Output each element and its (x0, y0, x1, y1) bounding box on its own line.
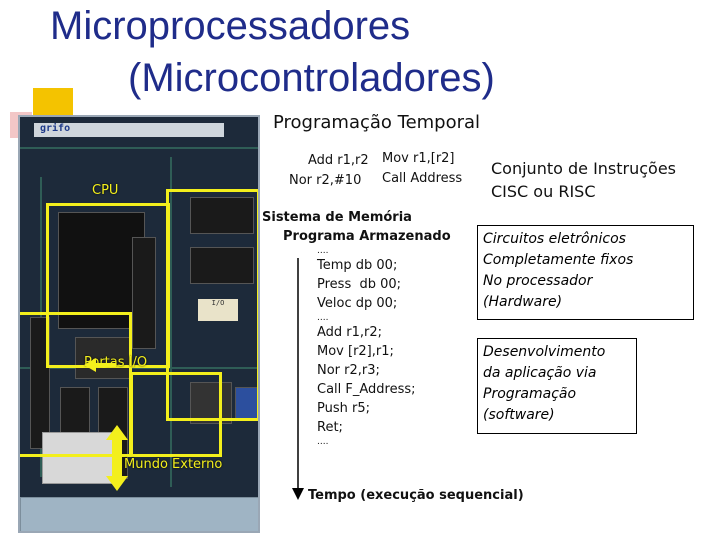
time-axis-arrow (292, 258, 304, 500)
software-description-box: Desenvolvimento da aplicação via Program… (477, 338, 637, 434)
section-title: Programação Temporal (273, 112, 481, 133)
instruction-example-3: Nor r2,#10 (289, 173, 362, 188)
listing-line: Push r5; (317, 401, 370, 416)
instruction-example-1: Add r1,r2 (308, 153, 369, 168)
listing-line: Press db 00; (317, 277, 402, 292)
listing-line: Temp db 00; (317, 258, 398, 273)
memory-heading-line-1: Sistema de Memória (262, 210, 412, 225)
listing-line: .... (317, 246, 329, 256)
listing-line: Ret; (317, 420, 343, 435)
software-line: da aplicação via (483, 365, 597, 381)
hardware-description-box: Circuitos eletrônicos Completamente fixo… (477, 225, 694, 320)
listing-line: Mov [r2],r1; (317, 344, 394, 359)
instruction-set-line-1: Conjunto de Instruções (491, 159, 677, 178)
listing-line: Nor r2,r3; (317, 363, 380, 378)
hardware-line: Completamente fixos (483, 252, 634, 268)
memory-heading-line-2: Programa Armazenado (283, 229, 451, 244)
listing-line: .... (317, 313, 329, 323)
hardware-line: (Hardware) (483, 294, 563, 310)
external-world-label: Mundo Externo (124, 457, 223, 472)
time-axis-label: Tempo (execução sequencial) (308, 488, 524, 503)
circuit-board-image: grifo EPROM RAM I/O (18, 115, 260, 533)
program-listing: .... Temp db 00; Press db 00; Veloc dp 0… (317, 246, 416, 447)
title-line-2: (Microcontroladores) (128, 56, 495, 100)
listing-line: .... (317, 437, 329, 447)
listing-line: Call F_Address; (317, 382, 416, 397)
ports-connector-arrow (84, 358, 116, 372)
title-line-1: Microprocessadores (50, 4, 411, 48)
software-line: Desenvolvimento (483, 344, 606, 360)
memory-highlight-box (166, 189, 258, 421)
hardware-line: Circuitos eletrônicos (483, 231, 626, 247)
software-line: Programação (483, 386, 577, 402)
instruction-example-4: Call Address (382, 171, 463, 186)
listing-line: Add r1,r2; (317, 325, 383, 340)
instruction-example-2: Mov r1,[r2] (382, 151, 455, 166)
software-line: (software) (483, 407, 555, 423)
hardware-line: No processador (483, 273, 593, 289)
cpu-label: CPU (92, 183, 119, 198)
ports-right-highlight-box (130, 372, 222, 457)
listing-line: Veloc dp 00; (317, 296, 398, 311)
board-brand-label: grifo (40, 123, 71, 134)
board-brand-strip: grifo (34, 123, 224, 137)
external-world-double-arrow (106, 425, 128, 491)
instruction-set-line-2: CISC ou RISC (491, 182, 596, 201)
